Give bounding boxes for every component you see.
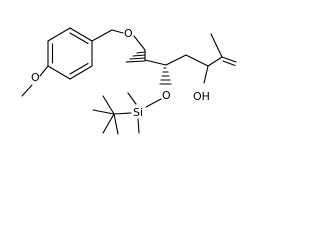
ether-oxygen-label: O [124, 27, 133, 40]
structure-canvas: O O [21, 27, 237, 135]
benzene-ring [47, 27, 93, 80]
methoxy-oxygen-label: O [31, 71, 40, 84]
hydroxyl-label: OH [193, 90, 210, 103]
methoxy-group: O [21, 65, 49, 97]
benzylic-linker: O [91, 27, 146, 51]
tbs-group: O Si [92, 89, 171, 135]
main-chain [125, 33, 237, 84]
hashed-wedge-methyl [125, 51, 146, 63]
silicon-label: Si [133, 106, 143, 119]
silyl-ether-oxygen-label: O [162, 89, 171, 102]
hashed-wedge-oxygen [159, 67, 172, 85]
chemical-structure: O O [21, 27, 237, 135]
